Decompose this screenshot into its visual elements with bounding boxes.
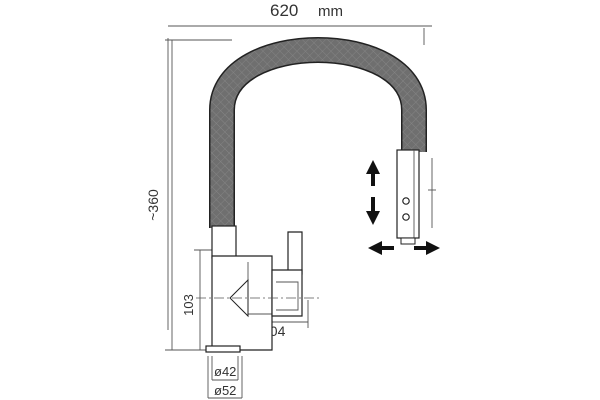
width-label: 620: [270, 1, 298, 20]
height-dimension: ~360: [145, 39, 232, 351]
inner-diameter-label: ø42: [214, 364, 236, 379]
hose-connector: [211, 225, 237, 259]
lever-handle: [287, 231, 303, 275]
spray-button-bottom: [402, 213, 410, 221]
lever-base-detail: [276, 281, 299, 311]
base-flange: [205, 345, 241, 353]
lever-base: [271, 269, 303, 317]
arrow-right-icon: [414, 241, 440, 255]
hose-mesh-tint: [210, 38, 426, 228]
width-dimension: 620 mm: [167, 1, 432, 330]
arrow-left-icon: [368, 241, 394, 255]
spray-button-top: [402, 197, 410, 205]
arrow-up-icon: [366, 160, 380, 186]
mounting-base: ø42 ø52: [205, 345, 243, 399]
flexible-hose: [209, 37, 427, 228]
hose-mesh: [210, 38, 426, 228]
base-height-label: 103: [181, 294, 196, 316]
outer-diameter-label: ø52: [214, 383, 236, 398]
base-height-dimension: 103: [181, 249, 215, 350]
spray-head-nozzle: [400, 237, 416, 245]
height-label: ~360: [145, 189, 161, 221]
width-unit-label: mm: [318, 3, 343, 20]
spray-head-body: [396, 149, 420, 239]
faucet-body: [196, 225, 322, 351]
spray-head: [396, 149, 436, 245]
arrow-down-icon: [366, 197, 380, 225]
